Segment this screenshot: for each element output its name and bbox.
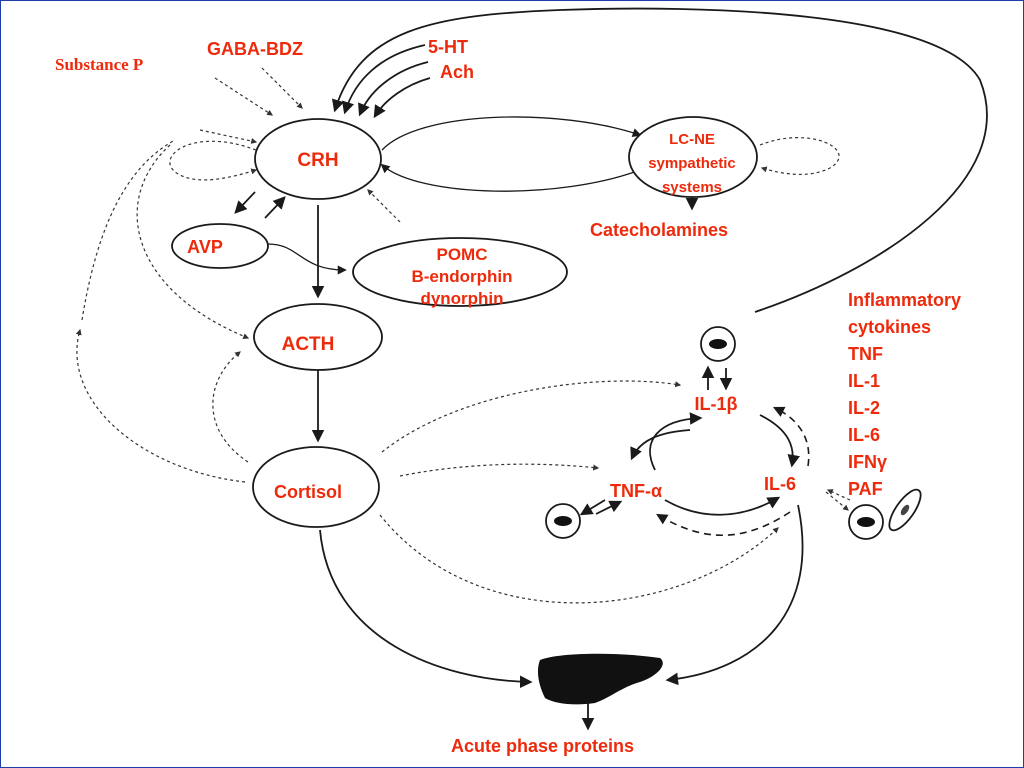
cortisol-to-tnfa-arrow [399,463,600,477]
cytokine-list-item: IL-1 [848,371,880,391]
lcne-to-crh-arc [380,163,641,192]
lcne-label-line3: systems [662,179,722,196]
il6-to-il1b-dashed [772,406,810,467]
il1b-to-tnfa-arrow [630,429,691,461]
cortisol-label: Cortisol [274,482,342,502]
avp-node: AVP [171,223,269,269]
tnfa-label: TNF-α [610,481,662,501]
crh-to-lcne-arc [381,116,642,151]
il6-label: IL-6 [764,474,796,494]
cortisol-to-liver-arrow [319,529,533,689]
avp-to-pomc-arrow [267,243,347,275]
lcne-label-line2: sympathetic [648,155,736,172]
il6-cell-arrow-1 [825,491,849,511]
crh-side-input-arrow [367,189,401,223]
5ht-label: 5-HT [428,37,468,57]
il1b-to-il6-arrow [759,414,800,468]
ach-arrow [373,77,431,119]
gaba-bdz-arrow [261,67,303,109]
cortisol-feedback-upper [81,139,176,321]
cytokine-list: Inflammatory cytokines TNF IL-1 IL-2 IL-… [848,290,961,499]
catecholamines-label: Catecholamines [590,220,728,240]
cytokine-list-heading-line2: cytokines [848,317,931,337]
avp-to-crh-arrow [264,196,286,219]
cytokine-list-item: IL-6 [848,425,880,445]
il6-to-liver-arrow [665,504,804,686]
il6-to-tnfa-dashed [656,511,791,536]
acth-node: ACTH [253,303,383,371]
crh-label: CRH [297,150,338,171]
cytokine-crh-feedback-loop [332,7,988,313]
cortisol-to-il1b-arrow [381,380,682,453]
cortisol-to-acth-feedback [212,351,249,463]
acute-phase-proteins-label: Acute phase proteins [451,736,634,756]
tnfa-to-il6-arrow [664,496,781,516]
tnfa-to-il1b-arrow [649,412,703,471]
pomc-label-line2: B-endorphin [411,267,512,286]
5ht-arrow-2 [358,61,429,117]
il1b-label: IL-1β [695,394,738,414]
cortisol-to-crh-feedback [75,328,246,483]
ach-label: Ach [440,62,474,82]
lcne-self-loop [759,137,840,176]
avp-label: AVP [187,237,223,257]
lcne-label-line1: LC-NE [669,131,715,148]
cytokine-list-item: TNF [848,344,883,364]
crh-to-acth-dotted-arc [136,144,250,339]
immune-cell-right-icon [848,488,922,540]
crh-self-loop [169,140,258,181]
pomc-label-line3: dynorphin [420,289,503,308]
gaba-bdz-label: GABA-BDZ [207,39,303,59]
tnfa-cell-arrow-2 [595,500,623,515]
crh-to-avp-arrow [234,191,256,214]
immune-cell-left-icon [545,503,581,539]
immune-cell-top-icon [700,326,736,362]
pomc-label-line1: POMC [437,245,488,264]
cytokine-list-item: IL-2 [848,398,880,418]
cytokine-list-item: IFNγ [848,452,887,472]
liver-icon [537,653,663,705]
il6-cell-arrow-2 [826,489,851,501]
cytokine-list-heading-line1: Inflammatory [848,290,961,310]
5ht-arrow-1 [341,44,426,115]
pomc-node: POMC B-endorphin dynorphin [352,237,568,308]
crh-node: CRH [254,118,382,200]
cytokine-list-item: PAF [848,479,883,499]
lcne-node: LC-NE sympathetic systems [628,116,758,198]
crh-left-input-arrow [199,129,258,144]
cortisol-node: Cortisol [252,446,380,528]
tnfa-cell-arrow-1 [579,499,606,516]
substance-p-arrow [214,77,274,116]
substance-p-label: Substance P [55,55,143,74]
acth-label: ACTH [282,334,335,355]
cortisol-to-il6-arrow [379,514,779,604]
